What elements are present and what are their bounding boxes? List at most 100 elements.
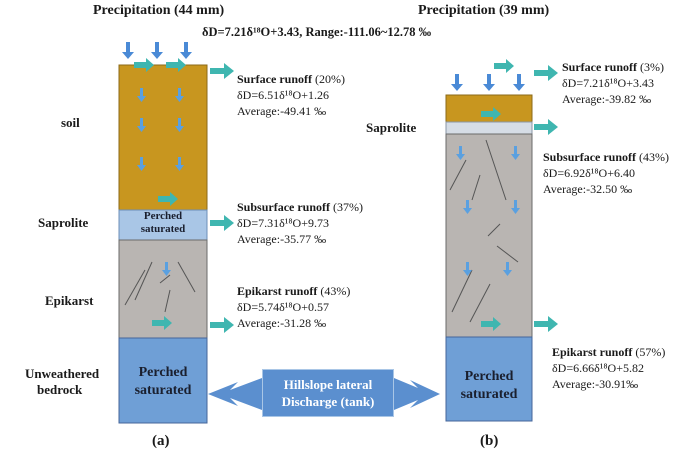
surface-runoff-b-pct: (3%) [637,60,664,74]
perched-big-a-line1: Perched [138,365,188,380]
epikarst-runoff-a-avg: Average:-31.28 ‰ [237,316,327,330]
epikarst-runoff-b-name: Epikarst runoff [552,345,633,359]
lateral-arrow [158,192,178,206]
panel-a-label: (a) [152,433,170,449]
subsurface-runoff-a-name: Subsurface runoff [237,200,331,214]
precip-arrow-a3 [180,42,192,59]
infil-arrow [503,262,512,276]
epikarst-runoff-a-eq: δD=5.74δ¹⁸O+0.57 [237,300,329,314]
surface-runoff-b: Surface runoff (3%) [562,60,664,74]
subsurface-runoff-arrow-b [534,119,558,135]
discharge-arrow-right [394,378,440,410]
precip-equation: δD=7.21δ¹⁸O+3.43, Range:-111.06~12.78 ‰ [202,25,432,39]
subsurface-runoff-b-eq: δD=6.92δ¹⁸O+6.40 [543,166,635,180]
surface-runoff-a-eq: δD=6.51δ¹⁸O+1.26 [237,88,329,102]
perched-small-line1: Perched [143,210,183,222]
lateral-arrow [166,58,186,72]
infil-arrow [175,88,184,102]
infil-arrow [175,118,184,132]
bedrock-layer-a [118,337,208,424]
surface-runoff-b-name: Surface runoff [562,60,637,74]
bedrock-layer-b [445,336,533,422]
precip-arrow-b3 [513,74,525,91]
hillslope-discharge-box: Hillslope lateral Discharge (tank) [262,369,394,417]
perched-big-label-a: Perched saturated [119,364,207,400]
epikarst-runoff-a-pct: (43%) [317,284,351,298]
subsurface-runoff-a-avg: Average:-35.77 ‰ [237,232,327,246]
layer-label-soil: soil [61,115,80,130]
epikarst-runoff-b-pct: (57%) [632,345,666,359]
fractures-a [124,261,196,313]
soil-layer-b [445,94,533,123]
fractures-b [449,139,519,323]
panel-b-title: Precipitation (39 mm) [418,3,550,18]
infil-arrow [137,88,146,102]
soil-layer-a [118,64,208,211]
epikarst-runoff-b-avg: Average:-30.91‰ [552,377,639,391]
panel-a-title: Precipitation (44 mm) [93,3,225,18]
discharge-arrows [208,378,440,410]
layer-label-bedrock-1: Unweathered [25,366,100,381]
epikarst-runoff-b: Epikarst runoff (57%) [552,345,665,359]
epikarst-runoff-arrow-b [534,316,558,332]
hillslope-line1: Hillslope lateral [283,377,373,392]
infil-arrow [463,200,472,214]
surface-runoff-b-avg: Average:-39.82 ‰ [562,92,652,106]
panel-b-label: (b) [480,433,499,449]
infil-arrow [463,262,472,276]
subsurface-runoff-b-name: Subsurface runoff [543,150,637,164]
lateral-arrow [494,59,514,73]
perched-small-line2: saturated [140,223,186,235]
saprolite-layer-a [118,209,208,241]
infiltration-arrows [137,88,520,276]
precip-arrow-b2 [483,74,495,91]
infil-arrow [456,146,465,160]
precip-arrow-a1 [122,42,134,59]
subsurface-runoff-a-eq: δD=7.31δ¹⁸O+9.73 [237,216,329,230]
infil-arrow [175,157,184,171]
subsurface-runoff-b-pct: (43%) [636,150,670,164]
surface-runoff-arrow-b [534,65,558,81]
surface-runoff-arrow-a [210,63,234,79]
layer-label-saprolite: Saprolite [38,215,89,230]
surface-runoff-a-avg: Average:-49.41 ‰ [237,104,327,118]
lateral-arrows [134,58,558,333]
layer-label-bedrock-2: bedrock [37,382,83,397]
perched-small-label: Perched saturated [119,210,207,236]
lateral-arrow [481,107,501,121]
perched-big-label-b: Perched saturated [446,368,532,404]
epikarst-runoff-b-eq: δD=6.66δ¹⁸O+5.82 [552,361,644,375]
layer-label-saprolite-b: Saprolite [366,120,417,135]
surface-runoff-b-eq: δD=7.21δ¹⁸O+3.43 [562,76,654,90]
epikarst-runoff-a-name: Epikarst runoff [237,284,318,298]
surface-runoff-a-name: Surface runoff [237,72,312,86]
surface-runoff-a-pct: (20%) [312,72,345,86]
subsurface-runoff-b-avg: Average:-32.50 ‰ [543,182,633,196]
subsurface-runoff-a: Subsurface runoff (37%) [237,200,363,214]
perched-big-b-line2: saturated [460,387,518,402]
epikarst-runoff-a: Epikarst runoff (43%) [237,284,350,298]
perched-big-a-line2: saturated [134,383,192,398]
hillslope-line2: Discharge (tank) [281,394,375,409]
precip-arrow-b1 [451,74,463,91]
infil-arrow [137,157,146,171]
layer-label-epikarst: Epikarst [45,293,94,308]
column-a [118,64,208,424]
surface-runoff-a: Surface runoff (20%) [237,72,345,86]
lateral-arrow [134,58,154,72]
subsurface-runoff-a-pct: (37%) [330,200,364,214]
column-b [445,94,533,422]
epikarst-runoff-arrow-a [210,317,234,333]
subsurface-runoff-b: Subsurface runoff (43%) [543,150,669,164]
infil-arrow [162,262,171,276]
perched-big-b-line1: Perched [464,369,514,384]
discharge-arrow-left [208,378,262,410]
precip-arrows [122,42,525,91]
infil-arrow [511,146,520,160]
lateral-arrow [481,317,501,331]
infil-arrow [137,118,146,132]
lateral-arrow [152,316,172,330]
infil-arrow [511,200,520,214]
saprolite-layer-b [445,121,533,135]
